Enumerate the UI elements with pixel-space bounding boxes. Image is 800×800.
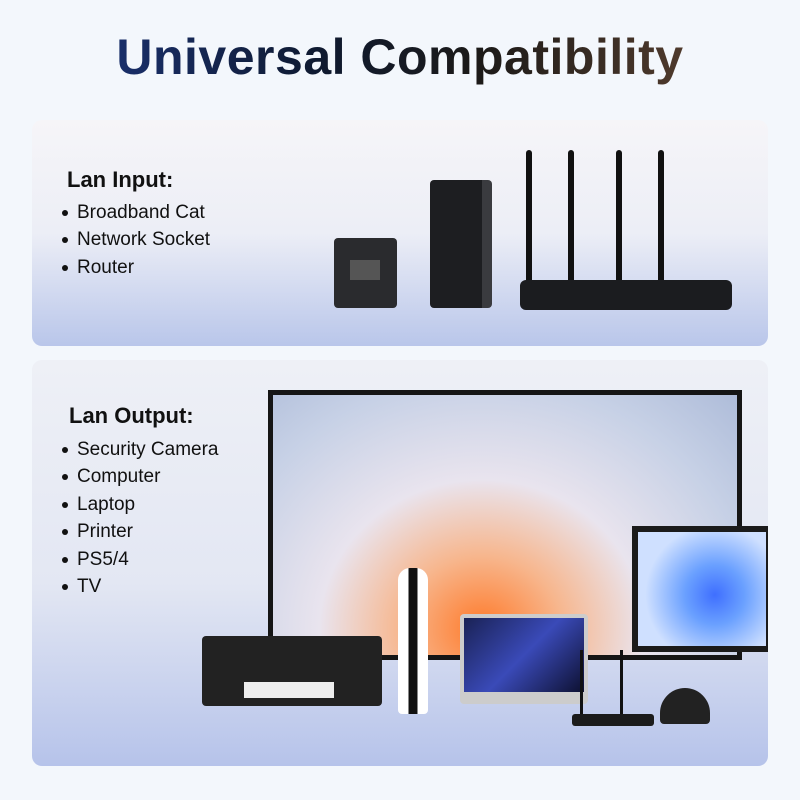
list-item: TV (62, 574, 219, 602)
lan-input-list: Broadband Cat Network Socket Router (62, 199, 210, 282)
list-item: Security Camera (62, 436, 219, 464)
lan-input-panel: Lan Input: Broadband Cat Network Socket … (32, 120, 768, 346)
printer-image (202, 636, 382, 706)
list-item: Computer (62, 464, 219, 492)
security-camera-image (660, 688, 710, 724)
list-item: Printer (62, 519, 219, 547)
network-socket-image (334, 238, 397, 308)
lan-output-panel: Lan Output: Security Camera Computer Lap… (32, 360, 768, 766)
tv-image (268, 390, 742, 660)
small-router-image (572, 650, 654, 726)
list-item: Laptop (62, 491, 219, 519)
router-image (520, 150, 732, 310)
lan-output-list: Security Camera Computer Laptop Printer … (62, 436, 219, 601)
ps5-image (398, 568, 428, 714)
monitor-image (632, 526, 768, 652)
lan-input-heading: Lan Input: (67, 167, 174, 192)
list-item: Network Socket (62, 227, 210, 255)
page-title: Universal Compatibility (0, 28, 800, 86)
lan-output-heading: Lan Output: (69, 403, 194, 428)
laptop-image (460, 614, 588, 704)
network-switch-image (430, 180, 492, 308)
list-item: Broadband Cat (62, 199, 210, 227)
list-item: Router (62, 254, 210, 282)
list-item: PS5/4 (62, 546, 219, 574)
